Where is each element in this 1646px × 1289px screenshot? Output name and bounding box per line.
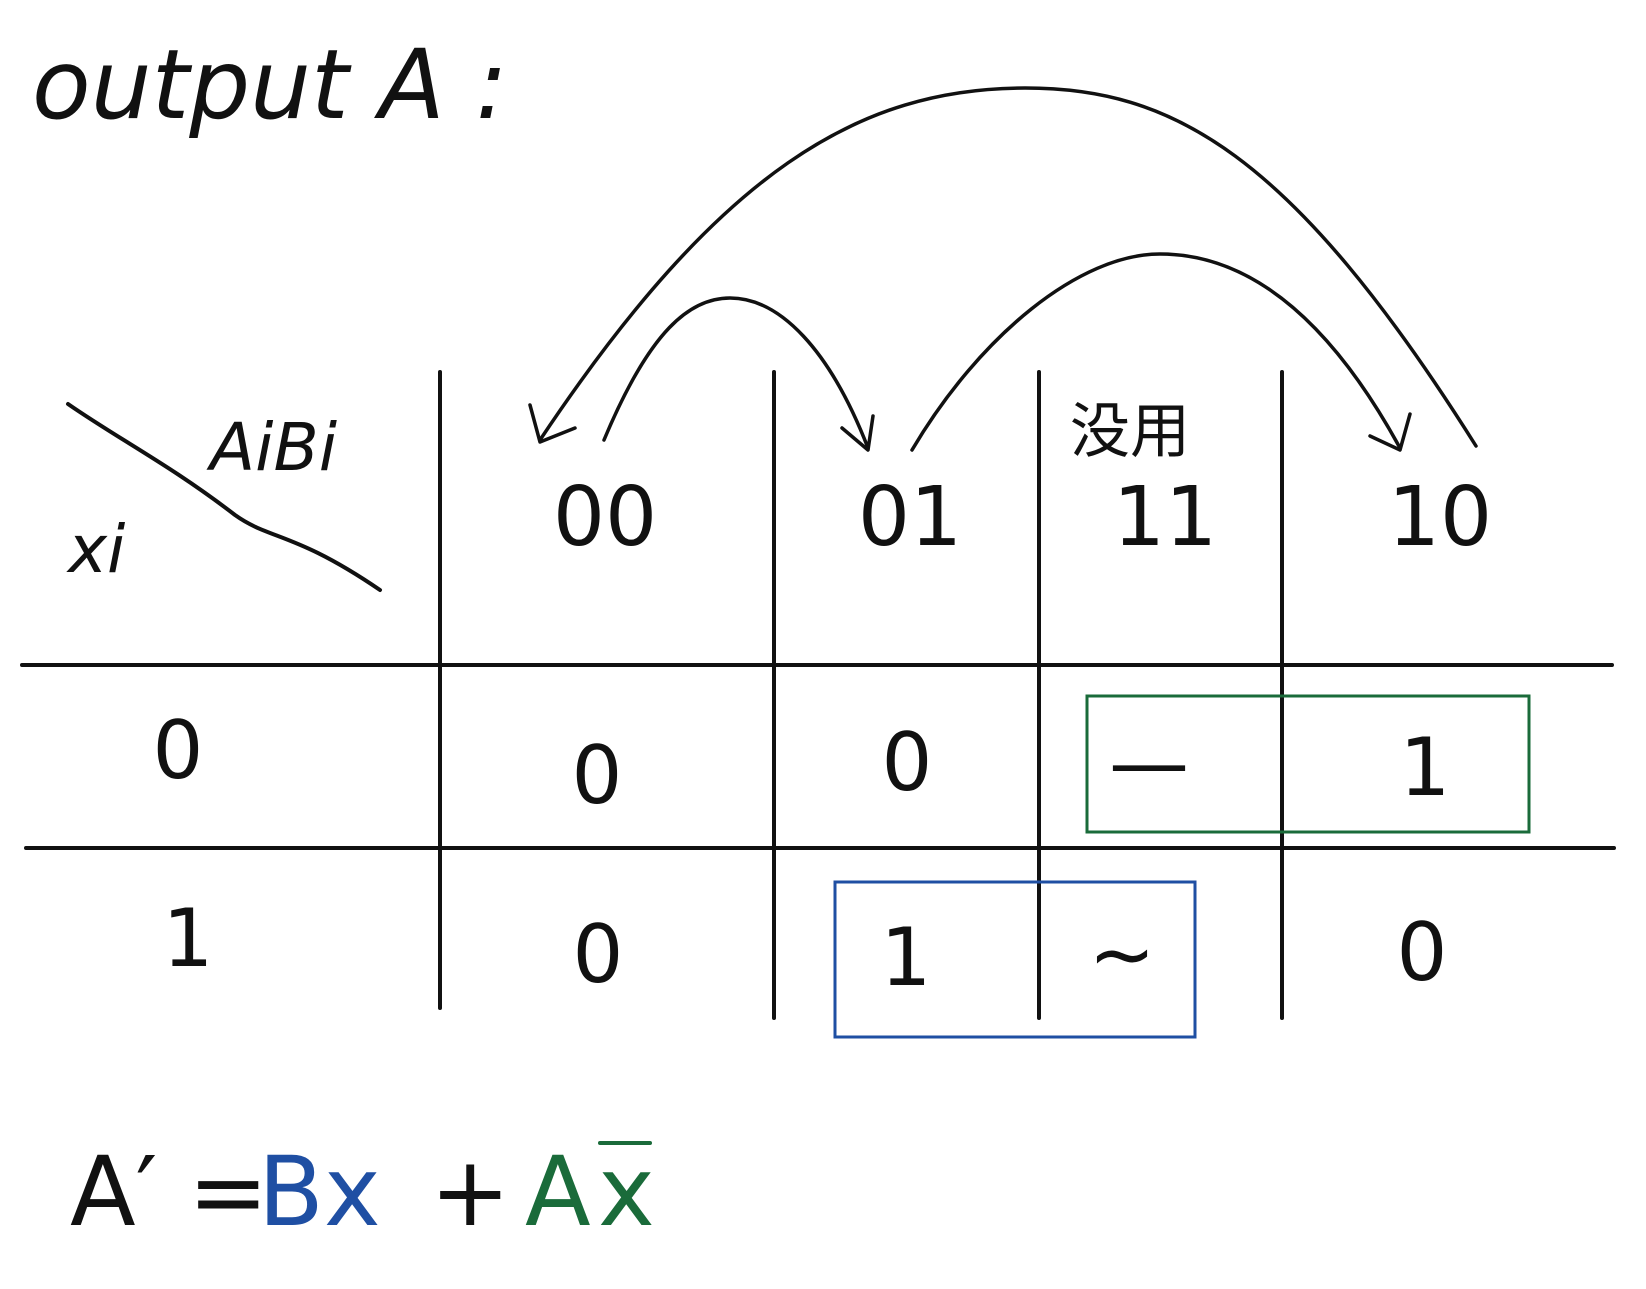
column-header-11: 11 — [1113, 470, 1217, 565]
column-header-10: 10 — [1388, 470, 1492, 565]
cell-x0-ab00: 0 — [572, 729, 623, 822]
cell-x0-ab11: — — [1109, 716, 1189, 809]
unused-note: 没用 — [1070, 397, 1190, 467]
cell-x0-ab10: 1 — [1400, 721, 1451, 814]
column-variable-label: AiBi — [206, 409, 338, 486]
cell-x1-ab01: 1 — [881, 911, 932, 1004]
blue-group-box — [833, 880, 1197, 1039]
row-variable-label: xi — [66, 511, 126, 588]
column-header-00: 00 — [553, 470, 657, 565]
formula-term-green-x: x — [598, 1136, 655, 1248]
cell-x0-ab01: 0 — [882, 716, 933, 809]
adjacency-arcs — [528, 86, 1478, 452]
cell-x1-ab11: ~ — [1088, 908, 1155, 1001]
boolean-formula: A′ = Bx + A x — [70, 1136, 655, 1248]
cell-x1-ab00: 0 — [573, 908, 624, 1001]
formula-plus: + — [430, 1136, 510, 1248]
diagram-title: output A : — [32, 29, 508, 141]
arrowhead-00 — [528, 403, 577, 444]
arc-10-to-00 — [538, 86, 1478, 448]
arrowhead-10 — [1368, 412, 1412, 452]
cell-x1-ab10: 0 — [1397, 906, 1448, 999]
corner-diagonal — [66, 402, 382, 592]
row-label-1: 1 — [163, 892, 214, 985]
arc-00-to-01 — [602, 296, 870, 450]
formula-lhs: A′ = — [70, 1136, 268, 1248]
column-header-01: 01 — [858, 470, 962, 565]
formula-term-green-a: A — [525, 1136, 591, 1248]
green-group-box — [1085, 694, 1531, 834]
formula-term-blue: Bx — [258, 1136, 381, 1248]
arc-01-to-10 — [910, 252, 1402, 452]
arrowhead-01 — [840, 414, 875, 452]
row-label-0: 0 — [153, 704, 204, 797]
